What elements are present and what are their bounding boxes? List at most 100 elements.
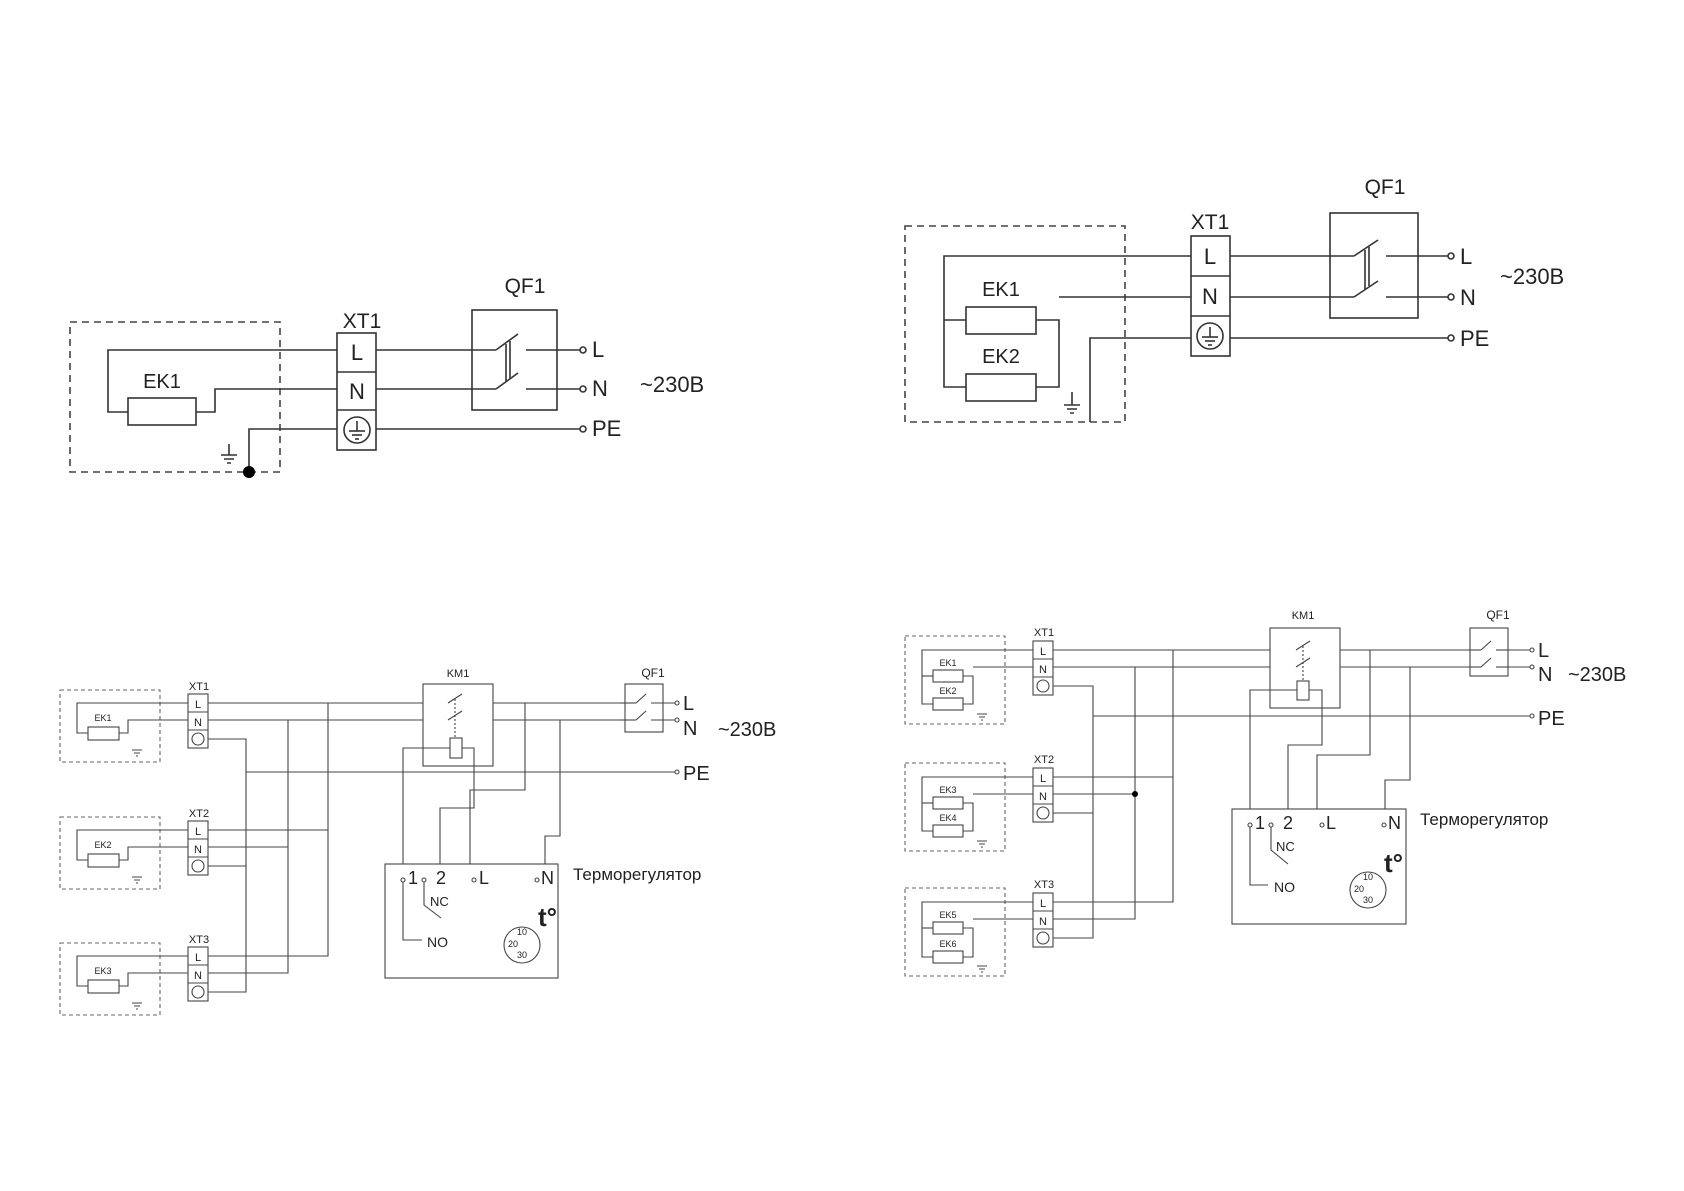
breaker-contacts-icon [1470,640,1508,668]
diagram-six-heaters-thermostat: EK1 EK2 EK3 EK4 EK5 EK6 [904,608,1626,977]
thermostat-title: Терморегулятор [573,865,701,884]
breaker-qf1 [1469,627,1509,677]
output-n-label: N [1538,664,1552,686]
heater-enclosure [59,816,161,890]
heater-ek2 [932,697,964,711]
thermostat-box [1231,808,1407,925]
heater-enclosure [904,225,1126,423]
heater-ek5 [932,921,964,935]
heater-enclosure [904,635,1006,725]
heater-ek2 [965,373,1037,402]
terminal-block-xt2: XT2 L N [1032,754,1054,823]
terminal-label: XT3 [1034,879,1054,891]
heater-label: EK3 [939,785,956,795]
terminal-label: XT1 [189,681,209,693]
thermostat-pin-l: L [1326,813,1336,833]
heater2-label: EK2 [982,346,1020,368]
temperature-dial-icon: 10 20 30 [503,926,541,964]
breaker-qf1 [471,309,558,411]
diagram-two-heaters: EK1 EK2 XT1 L N QF1 [904,176,1564,423]
breaker-qf1 [624,683,664,733]
terminal-slot-l: L [1040,773,1046,785]
heater-enclosure [59,942,161,1016]
thermostat-title: Терморегулятор [1420,810,1548,829]
terminal-slot-l: L [195,826,201,838]
dial-mark: 30 [1363,895,1373,905]
voltage-label: ~230В [1568,664,1626,686]
terminal-label: XT1 [1034,627,1054,639]
output-l-label: L [592,337,604,362]
earth-terminal-icon [191,859,205,873]
contactor-label: KM1 [1292,610,1315,622]
breaker-contacts-icon [620,693,675,721]
heater-pair-3: EK5 EK6 [921,901,1033,973]
heater-label: EK3 [94,966,111,976]
terminal-block-xt3: XT3 L N [1032,879,1054,948]
thermostat-pin-n: N [541,868,554,888]
thermostat-pin-1: 1 [408,868,418,888]
heater-label: EK1 [94,713,111,723]
heater-label: EK1 [939,658,956,668]
earth-terminal-icon [1036,679,1050,693]
terminal-slot-l: L [195,952,201,964]
diagram-single-heater: EK1 XT1 L N QF1 [69,275,704,478]
voltage-label: ~230В [1500,264,1564,289]
contactor-label: KM1 [447,668,470,680]
thermostat-pin-l: L [479,868,489,888]
terminal-slot-l: L [1204,244,1216,269]
output-l-label: L [1460,244,1472,269]
output-l-label: L [1538,640,1549,662]
earth-terminal-icon [343,416,371,444]
heater-label: EK2 [939,686,956,696]
output-n-label: N [1460,285,1476,310]
breaker-qf1 [1329,212,1419,319]
dial-mark: 10 [517,927,527,937]
terminal-slot-n: N [194,970,202,982]
dial-mark: 30 [517,950,527,960]
terminal-slot-l: L [351,340,363,365]
terminal-slot-n: N [1039,664,1047,676]
heater-pair-1: EK1 EK2 [921,649,1033,721]
thermostat-box [384,863,559,979]
heater-label: EK6 [939,939,956,949]
terminal-slot-n: N [194,717,202,729]
earth-terminal-icon [1036,806,1050,820]
dial-mark: 20 [508,939,518,949]
breaker-contacts-icon [472,333,557,390]
breaker-label: QF1 [505,275,546,298]
contactor-contacts-icon [1295,640,1311,701]
heater-ek6 [932,950,964,964]
earth-terminal-icon [1196,322,1224,350]
terminal-slot-l: L [1040,646,1046,658]
heater-ek1 [932,669,964,683]
voltage-label: ~230В [718,719,776,741]
thermostat-pin-n: N [1388,813,1401,833]
ground-junction-dot [243,466,255,478]
heater-ek3 [87,979,120,994]
heater-ek1 [87,726,120,741]
heater-label: EK4 [939,813,956,823]
output-n-label: N [592,376,608,401]
terminal-block-xt2: XT2 L N [187,808,209,876]
earth-terminal-icon [191,985,205,999]
thermostat-nc-label: NC [1276,839,1295,854]
output-n-label: N [683,718,697,740]
temperature-symbol: t° [1384,848,1403,878]
dial-mark: 10 [1363,872,1373,882]
heater-label: EK2 [94,840,111,850]
terminal-block-xt3: XT3 L N [187,934,209,1002]
heater-enclosure [904,887,1006,977]
temperature-symbol: t° [538,902,557,932]
temperature-dial-icon: 10 20 30 [1349,871,1387,909]
output-l-label: L [683,693,694,715]
diagram-three-heaters-thermostat: EK1 EK2 EK3 XT1 L N XT2 L [59,666,776,1016]
heater-label: EK1 [143,371,181,393]
heater-enclosure [59,689,161,763]
earth-terminal-icon [191,732,205,746]
terminal-slot-n: N [1202,284,1218,309]
thermostat-pin-1: 1 [1255,813,1265,833]
terminal-label: XT2 [1034,754,1054,766]
terminal-block-xt1: XT1 L N [187,681,209,749]
output-pe-label: PE [1460,326,1489,351]
